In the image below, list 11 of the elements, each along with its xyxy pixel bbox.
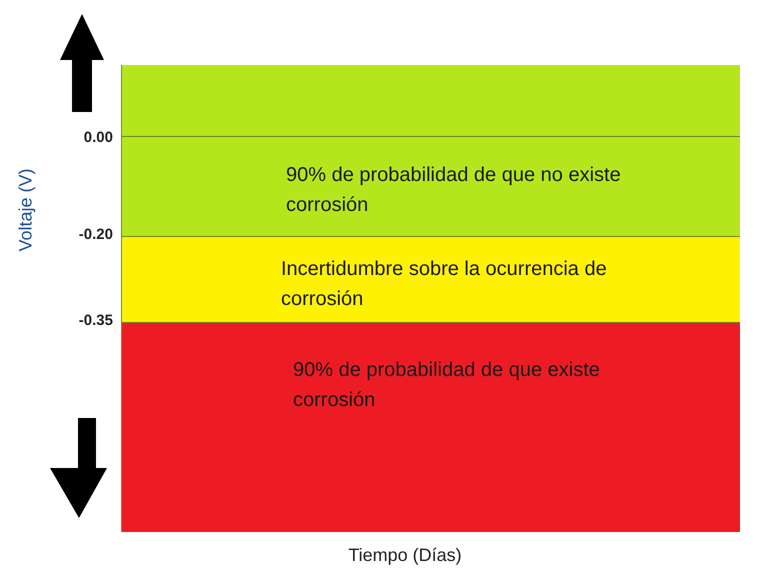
axis-title: Tiempo (Días) [348,545,462,566]
axis-tick-label: 0.00 [84,129,113,146]
zone-band [121,322,740,532]
zone-label: Incertidumbre sobre la ocurrencia de corrosión [281,257,608,312]
axis-title: Voltaje (V) [16,168,36,252]
zone-band [121,65,740,236]
zone-band [121,236,740,322]
zone-label: 90% de probabilidad de que no existe corrosión [286,163,622,218]
axis-tick-label: -0.20 [78,226,113,243]
axis-tick-label: -0.35 [78,312,113,329]
zone-label: 90% de probabilidad de que existe corrosión [293,358,601,413]
